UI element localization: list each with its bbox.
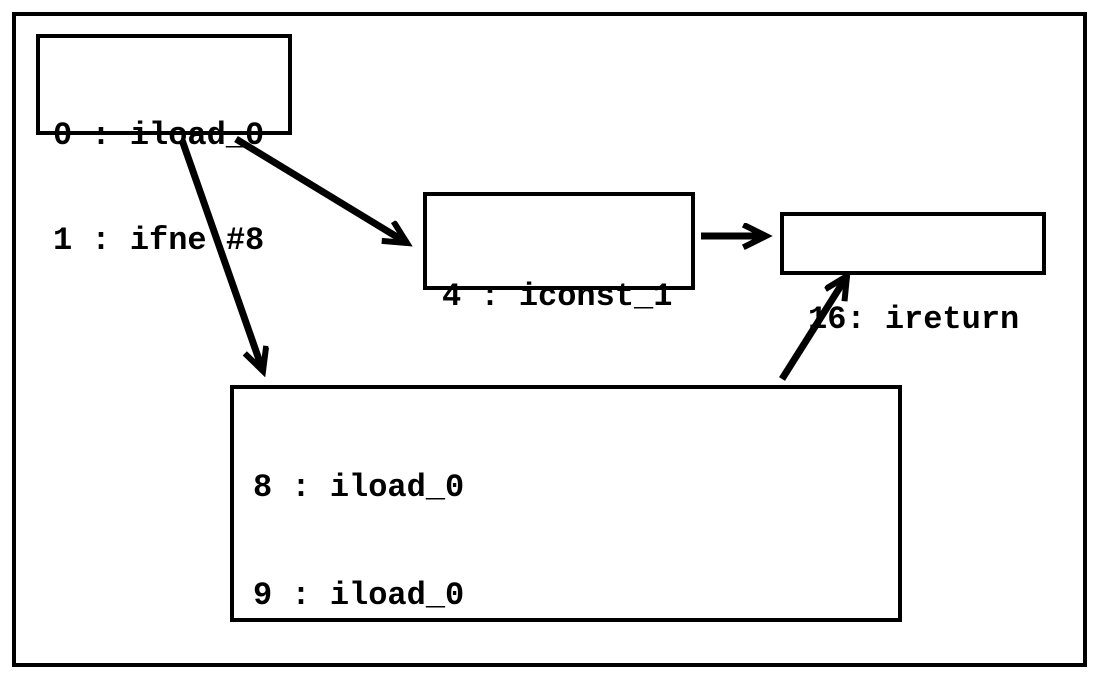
bytecode-line: 9 : iload_0 [253, 577, 465, 614]
bytecode-line: 0 : iload_0 [53, 117, 265, 154]
basic-block-16: 16: ireturn [780, 212, 1046, 338]
bytecode-line: 1 : ifne #8 [53, 222, 265, 259]
bytecode-line: 16: ireturn [808, 301, 1020, 338]
basic-block-0: 0 : iload_0 1 : ifne #8 [36, 34, 292, 258]
basic-block-8: 8 : iload_0 9 : iload_0 10: iconst_1 11:… [230, 385, 902, 622]
basic-block-4: 4 : iconst_1 5 : goto #16 [423, 192, 695, 419]
bytecode-line: 8 : iload_0 [253, 469, 465, 506]
bytecode-line: 4 : iconst_1 [442, 278, 673, 315]
